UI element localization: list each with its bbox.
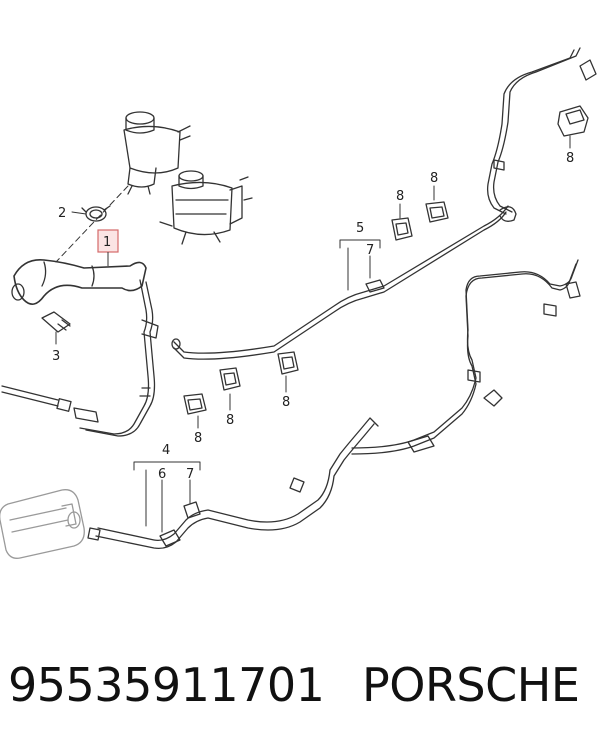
callout-8b: 8 [396, 189, 404, 204]
parts-diagram: 1 2 3 4 5 6 7 7 8 8 8 8 8 8 [0, 47, 597, 559]
callout-1: 1 [103, 235, 111, 250]
bracket-5 [339, 239, 381, 249]
hose-1 [11, 259, 159, 437]
callout-8c: 8 [430, 171, 438, 186]
brake-line-4 [87, 417, 379, 550]
bracket-4 [133, 461, 201, 471]
brake-line-right [351, 259, 581, 455]
clip-8-top-right [557, 105, 589, 137]
callout-6: 6 [158, 467, 166, 482]
clip-8-centre [277, 351, 299, 375]
callout-7b: 7 [186, 467, 194, 482]
hose-clamp-2 [81, 205, 111, 222]
clip-8-lower-b [183, 393, 207, 415]
callout-5: 5 [356, 221, 364, 236]
pipe-left [1, 385, 72, 412]
brand-name: PORSCHE [362, 658, 580, 712]
leader-2 [71, 211, 87, 215]
leader-line-1 [55, 185, 129, 263]
callout-7a: 7 [366, 243, 374, 258]
callout-2: 2 [58, 206, 66, 221]
connector-3 [41, 311, 71, 333]
callout-8f: 8 [194, 431, 202, 446]
callout-8a: 8 [566, 151, 574, 166]
fluid-reservoir-upper [123, 111, 191, 195]
callout-4: 4 [162, 443, 170, 458]
callout-8d: 8 [282, 395, 290, 410]
callout-8e: 8 [226, 413, 234, 428]
clip-8-lower-a [219, 367, 241, 391]
footer: 95535911701 PORSCHE [0, 650, 600, 754]
part-number: 95535911701 [8, 658, 325, 712]
fluid-reservoir-lower [159, 170, 253, 245]
clip-8-mid-b [425, 201, 449, 223]
callout-3: 3 [52, 349, 60, 364]
brake-line-5 [171, 47, 597, 360]
master-cylinder [0, 489, 85, 559]
clip-8-mid-a [391, 217, 413, 241]
